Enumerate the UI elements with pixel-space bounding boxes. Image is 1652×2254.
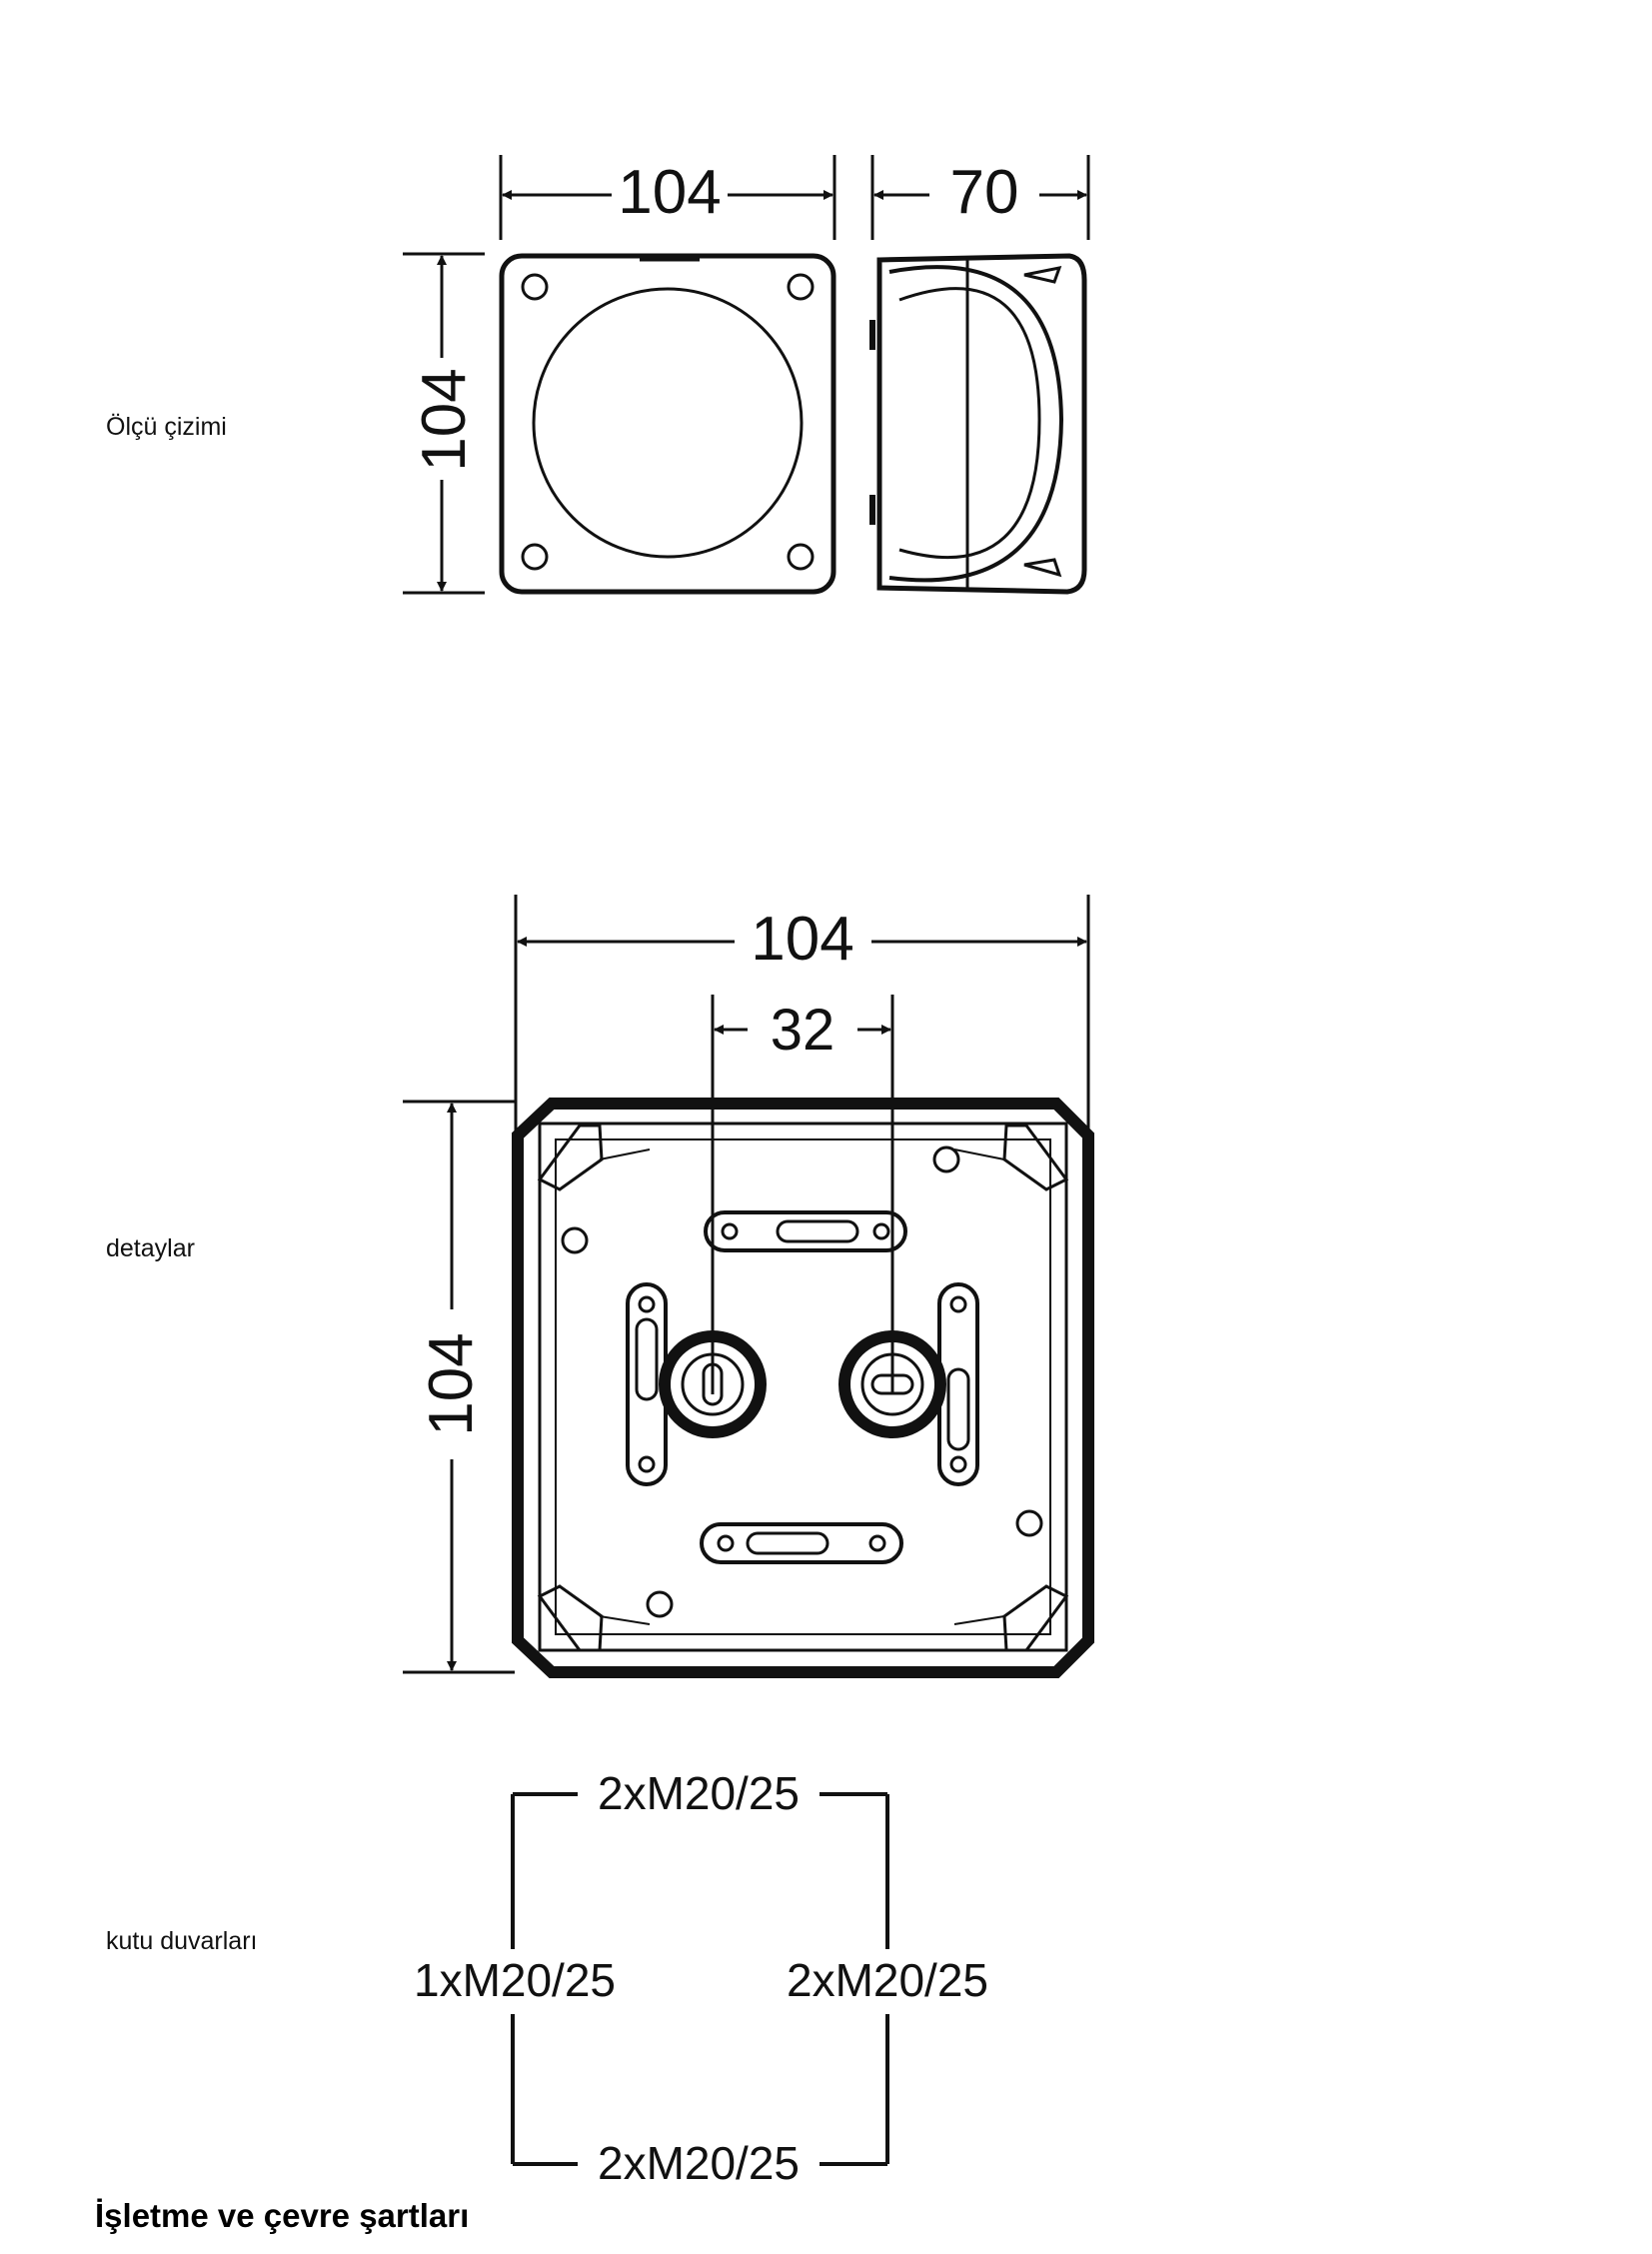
side-view bbox=[869, 155, 1090, 595]
operating-conditions-heading: İşletme ve çevre şartları bbox=[95, 2197, 470, 2234]
wall-top-label: 2xM20/25 bbox=[598, 1767, 800, 1819]
wall-left-label: 1xM20/25 bbox=[414, 1954, 616, 2006]
front-width-dimension: 104 bbox=[618, 158, 721, 227]
wall-right-label: 2xM20/25 bbox=[787, 1954, 988, 2006]
wall-bottom-label: 2xM20/25 bbox=[598, 2137, 800, 2189]
detail-spacing-dimension: 32 bbox=[771, 998, 835, 1063]
detail-width-dimension: 104 bbox=[751, 905, 853, 974]
detail-height-dimension: 104 bbox=[417, 1332, 486, 1435]
section-label-box-walls: kutu duvarları bbox=[106, 1927, 258, 1955]
section-label-details: detaylar bbox=[106, 1234, 195, 1262]
front-height-dimension: 104 bbox=[410, 368, 479, 471]
detail-view bbox=[403, 895, 1094, 1678]
side-depth-dimension: 70 bbox=[950, 158, 1019, 227]
section-label-dimension-drawing: Ölçü çizimi bbox=[106, 413, 227, 441]
box-walls-diagram bbox=[511, 1792, 889, 2166]
front-view bbox=[403, 155, 836, 595]
